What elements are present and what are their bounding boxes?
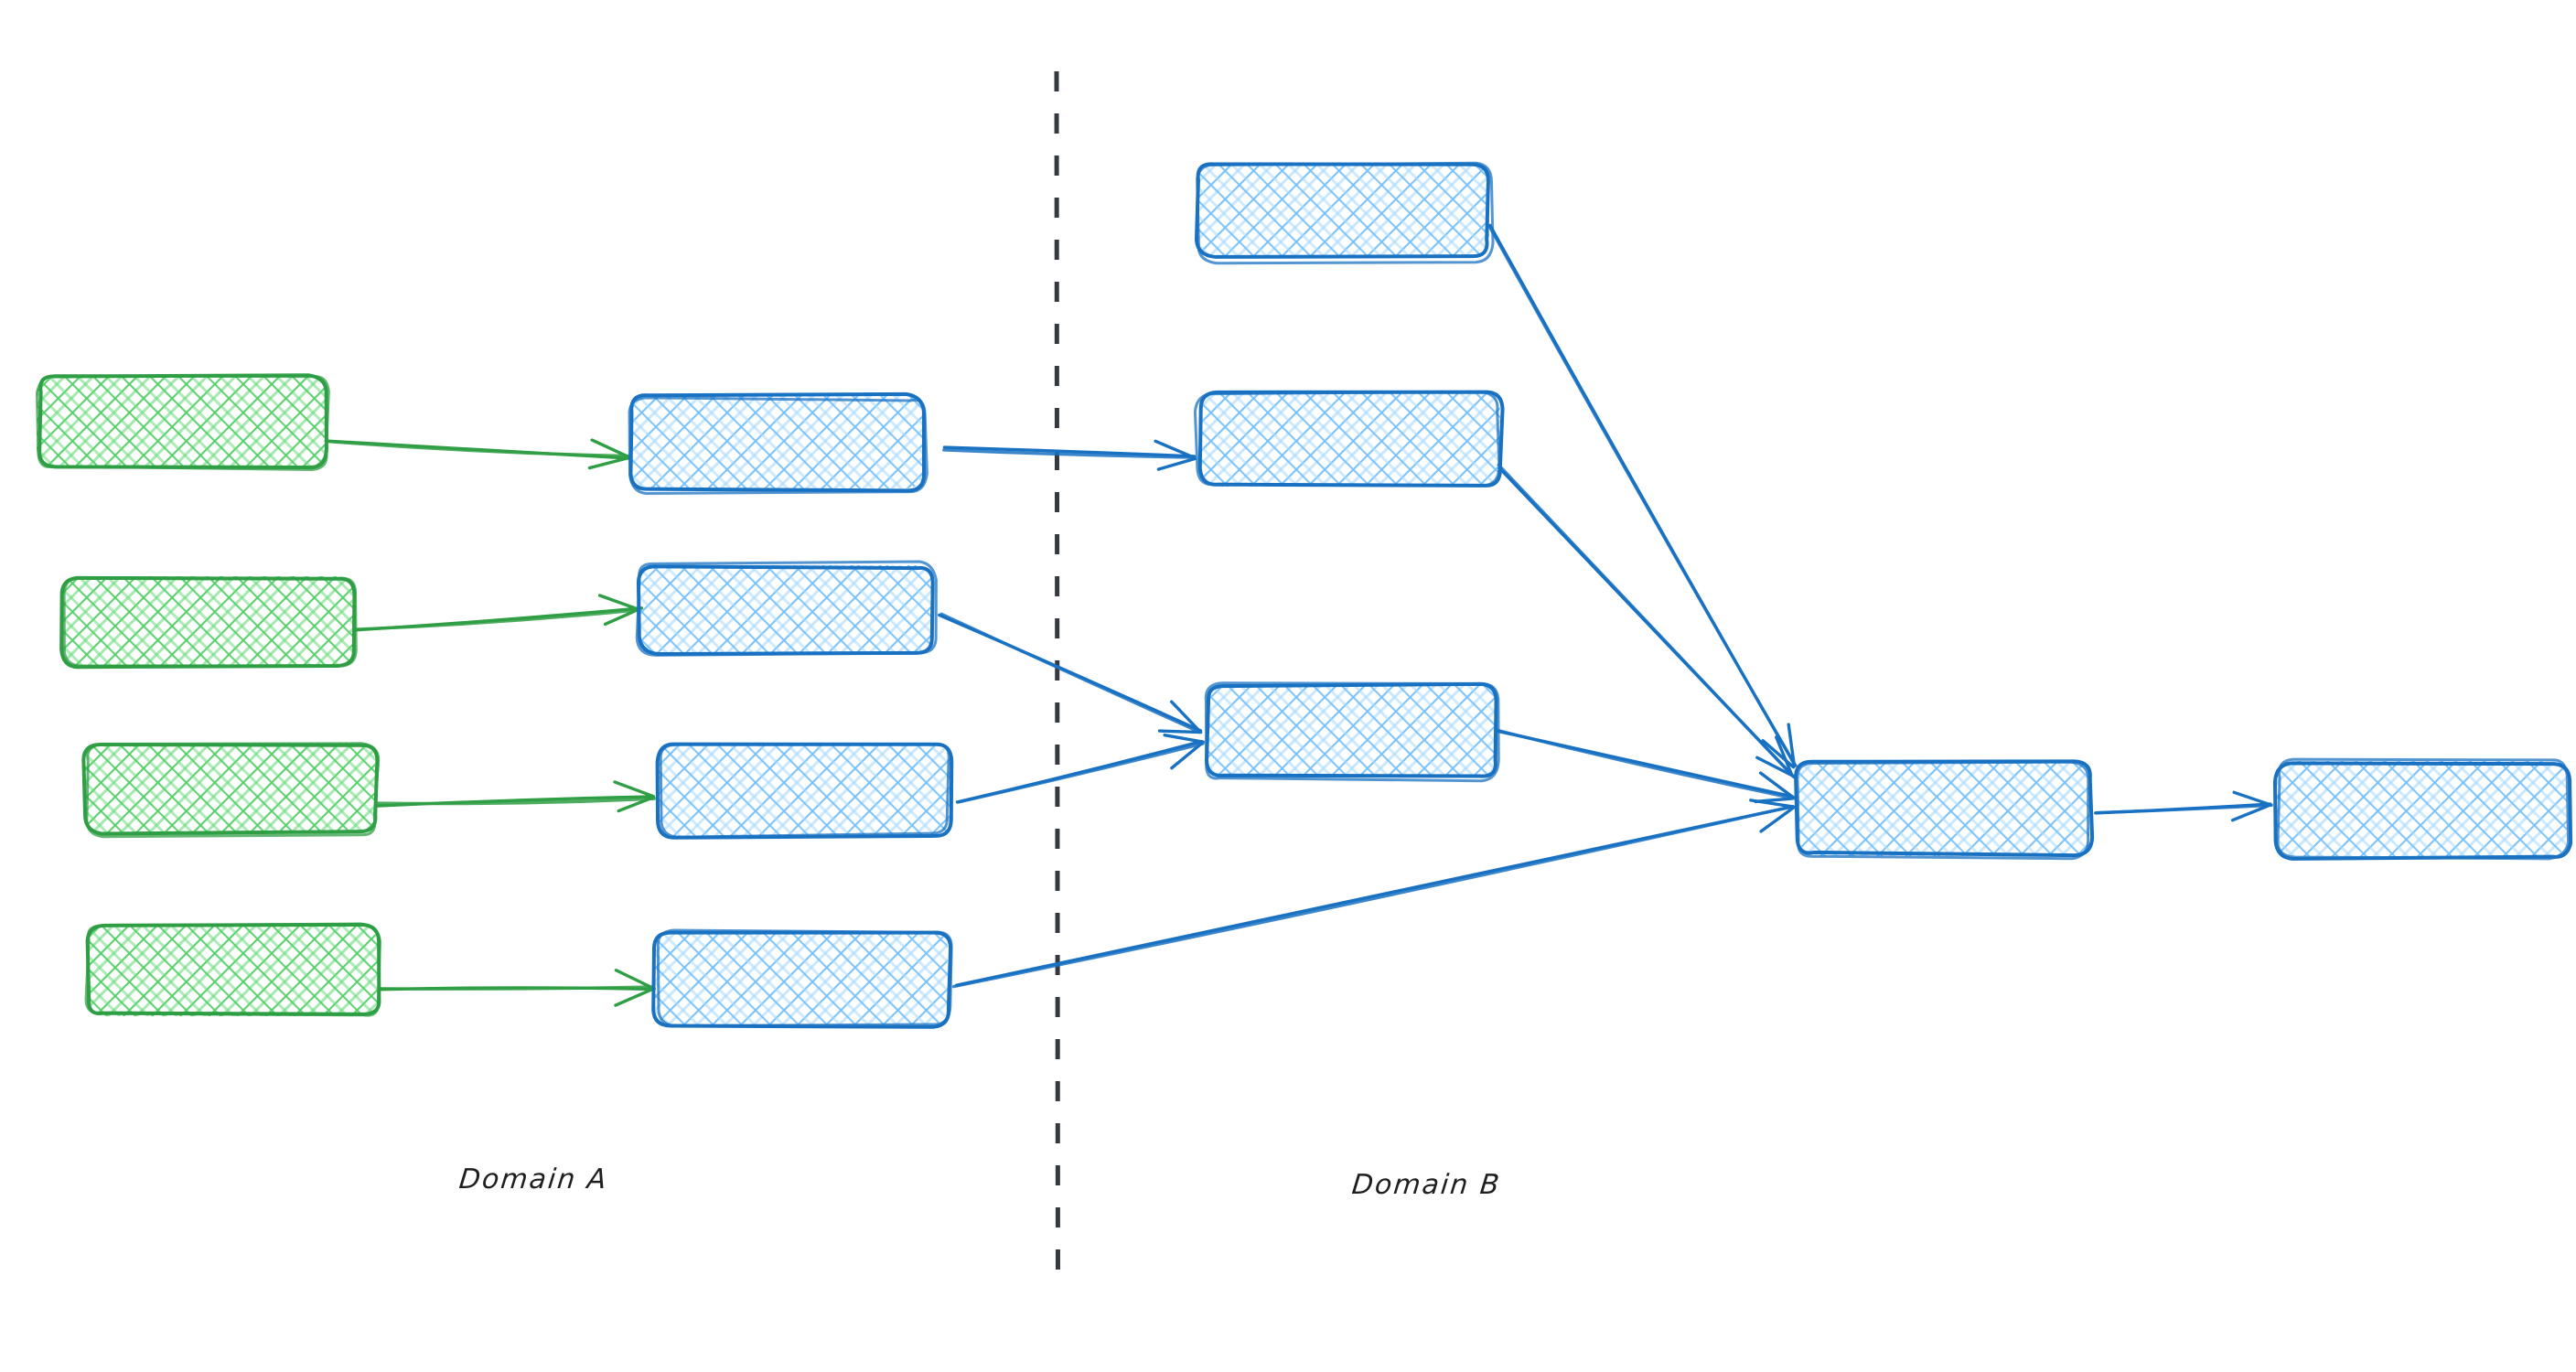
node-b1[interactable] — [628, 391, 928, 495]
node-hit-out[interactable] — [2276, 761, 2567, 856]
node-hit-b4[interactable] — [655, 931, 948, 1024]
node-b3[interactable] — [655, 742, 954, 840]
edge-c3-to-hub — [1495, 728, 1796, 804]
node-hit-b1[interactable] — [631, 395, 924, 488]
edge-b2-to-c3 — [938, 612, 1203, 734]
node-hit-a4[interactable] — [87, 927, 378, 1016]
edge-a3-to-b3 — [373, 780, 656, 813]
node-a3[interactable] — [81, 742, 381, 839]
node-out[interactable] — [2272, 757, 2573, 861]
edge-b4-to-hub — [951, 799, 1796, 989]
node-c2[interactable] — [1193, 390, 1505, 488]
node-a1[interactable] — [35, 373, 330, 471]
edge-a2-to-b2 — [353, 594, 644, 632]
node-hit-c2[interactable] — [1200, 393, 1500, 487]
node-b4[interactable] — [651, 928, 953, 1029]
node-hit-a2[interactable] — [62, 576, 353, 666]
node-hit-b2[interactable] — [640, 565, 933, 655]
edge-c1-to-hub — [1488, 223, 1798, 769]
node-hub[interactable] — [1794, 759, 2095, 861]
divider-layer — [1054, 70, 1060, 1289]
edge-c2-to-hub — [1497, 463, 1797, 779]
node-a4[interactable] — [84, 922, 381, 1017]
node-c3[interactable] — [1204, 681, 1500, 783]
domain-a-label: Domain A — [457, 1163, 610, 1195]
nodes-layer — [35, 161, 2573, 1029]
edges-layer — [324, 223, 2273, 1007]
edge-a4-to-b4 — [377, 969, 657, 1007]
node-hit-c1[interactable] — [1197, 163, 1489, 258]
node-hit-a1[interactable] — [37, 377, 327, 468]
node-hit-a3[interactable] — [84, 743, 375, 832]
edge-b3-to-c3 — [955, 734, 1205, 804]
edge-hub-to-out — [2094, 790, 2273, 822]
domain-b-label: Domain B — [1350, 1169, 1503, 1201]
edge-a1-to-b1 — [324, 438, 632, 470]
node-c1[interactable] — [1194, 161, 1495, 265]
node-hit-hub[interactable] — [1798, 761, 2089, 856]
node-a2[interactable] — [59, 575, 358, 670]
node-hit-b3[interactable] — [659, 743, 951, 836]
node-b2[interactable] — [635, 560, 938, 657]
node-hit-c3[interactable] — [1206, 684, 1497, 777]
edge-b1-to-c2 — [942, 439, 1197, 471]
